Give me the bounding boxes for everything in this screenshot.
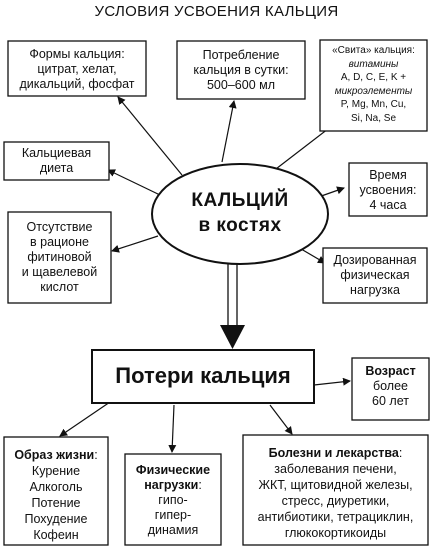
lifestyle-line2: Алкоголь	[29, 480, 83, 494]
absence-line3: фитиновой	[27, 250, 92, 264]
absence-text: Отсутствие в рационе фитиновой и щавелев…	[8, 220, 111, 295]
lifestyle-line1: Курение	[31, 464, 81, 478]
retinue-text: «Свита» кальция: витамины A, D, C, E, K …	[320, 44, 427, 125]
center-line2: в костях	[198, 215, 282, 236]
intake-line3: 500–600 мл	[206, 78, 276, 92]
arrow-to-diseases	[269, 404, 293, 435]
forms-line2: цитрат, хелат,	[37, 62, 117, 76]
diseases-head-label: Болезни и лекарства	[268, 446, 399, 460]
arrow-to-intake	[221, 100, 237, 163]
absence-line4: и щавелевой	[21, 265, 98, 279]
physical-line3: динамия	[147, 523, 199, 537]
arrow-to-age	[313, 377, 351, 386]
box-time	[348, 162, 428, 217]
lifestyle-text: Образ жизни: Курение Алкоголь Потение По…	[4, 447, 108, 543]
load-line1: Дозированная	[333, 253, 417, 267]
physical-head2-colon: :	[198, 478, 202, 492]
diseases-line1: заболевания печени,	[274, 462, 397, 476]
arrow-to-diet	[107, 169, 161, 196]
center-ellipse	[151, 163, 329, 265]
box-lifestyle	[3, 436, 109, 546]
absence-line5: кислот	[40, 280, 79, 294]
forms-text: Формы кальция: цитрат, хелат, дикальций,…	[8, 47, 146, 92]
diagram-title: УСЛОВИЯ УСВОЕНИЯ КАЛЬЦИЯ	[94, 3, 339, 20]
diseases-line5: глюкокортикоиды	[284, 526, 387, 540]
box-retinue	[319, 39, 428, 132]
absence-line1: Отсутствие	[26, 220, 93, 234]
retinue-line4: микроэлементы	[334, 85, 413, 97]
retinue-line2: витамины	[348, 58, 399, 70]
diseases-line3: стресс, диуретики,	[281, 494, 390, 508]
intake-line1: Потребление	[202, 48, 280, 62]
diet-line2: диета	[39, 161, 74, 175]
box-intake	[176, 40, 306, 100]
physical-head2-row: нагрузки:	[125, 478, 221, 493]
box-losses	[91, 349, 315, 404]
retinue-line3: A, D, C, E, K +	[340, 72, 407, 83]
time-line2: усвоения:	[359, 183, 417, 197]
lifestyle-line5: Кофеин	[33, 528, 79, 542]
diseases-head-colon: :	[398, 446, 403, 460]
age-line3: 60 лет	[372, 394, 409, 408]
time-line1: Время	[369, 168, 407, 182]
forms-line1: Формы кальция:	[29, 47, 125, 61]
center-label: КАЛЬЦИЙ в костях	[160, 188, 320, 238]
diseases-line2: ЖКТ, щитовидной железы,	[258, 478, 413, 492]
intake-line2: кальция в сутки:	[193, 63, 289, 77]
retinue-line1: «Свита» кальция:	[332, 45, 415, 56]
box-absence	[7, 211, 112, 304]
lifestyle-line4: Похудение	[24, 512, 88, 526]
age-text: Возраст более 60 лет	[352, 364, 429, 409]
absence-line2: в рационе	[30, 235, 89, 249]
age-line2: более	[372, 379, 409, 393]
retinue-line6: Si, Na, Se	[350, 112, 397, 124]
lifestyle-head-colon: :	[94, 448, 98, 462]
lifestyle-head: Образ жизни:	[4, 447, 108, 463]
box-load	[322, 247, 428, 304]
physical-head2: нагрузки	[144, 478, 199, 492]
diseases-head: Болезни и лекарства:	[243, 445, 428, 461]
losses-label: Потери кальция	[115, 363, 291, 388]
arrow-to-forms	[117, 96, 183, 176]
intake-text: Потребление кальция в сутки: 500–600 мл	[177, 48, 305, 93]
lifestyle-line3: Потение	[31, 496, 81, 510]
age-line1: Возраст	[365, 364, 416, 378]
load-line3: нагрузка	[350, 283, 400, 297]
physical-line1: гипо-	[158, 493, 188, 507]
time-line3: 4 часа	[369, 198, 407, 212]
box-physical	[124, 453, 222, 546]
box-diet	[3, 141, 110, 181]
forms-line3: дикальций, фосфат	[19, 77, 135, 91]
diet-text: Кальциевая диета	[4, 146, 109, 176]
diet-line1: Кальциевая	[21, 146, 92, 160]
physical-text: Физические нагрузки: гипо- гипер- динами…	[125, 463, 221, 538]
diseases-line4: антибиотики, тетрациклин,	[257, 510, 414, 524]
physical-head1: Физические	[135, 463, 211, 477]
load-line2: физическая	[340, 268, 410, 282]
physical-line2: гипер-	[154, 508, 192, 522]
arrow-to-physical	[168, 404, 177, 453]
time-text: Время усвоения: 4 часа	[349, 168, 427, 213]
retinue-line5: P, Mg, Mn, Cu,	[340, 99, 407, 110]
diseases-text: Болезни и лекарства: заболевания печени,…	[243, 445, 428, 541]
load-text: Дозированная физическая нагрузка	[323, 253, 427, 298]
arrow-to-absence	[111, 235, 159, 253]
arrow-to-lifestyle	[59, 401, 111, 437]
box-diseases	[242, 434, 429, 546]
arrow-to-losses	[220, 264, 245, 349]
box-forms	[7, 40, 147, 97]
box-age	[351, 357, 430, 421]
lifestyle-head-label: Образ жизни	[14, 448, 95, 462]
center-line1: КАЛЬЦИЙ	[191, 190, 289, 211]
